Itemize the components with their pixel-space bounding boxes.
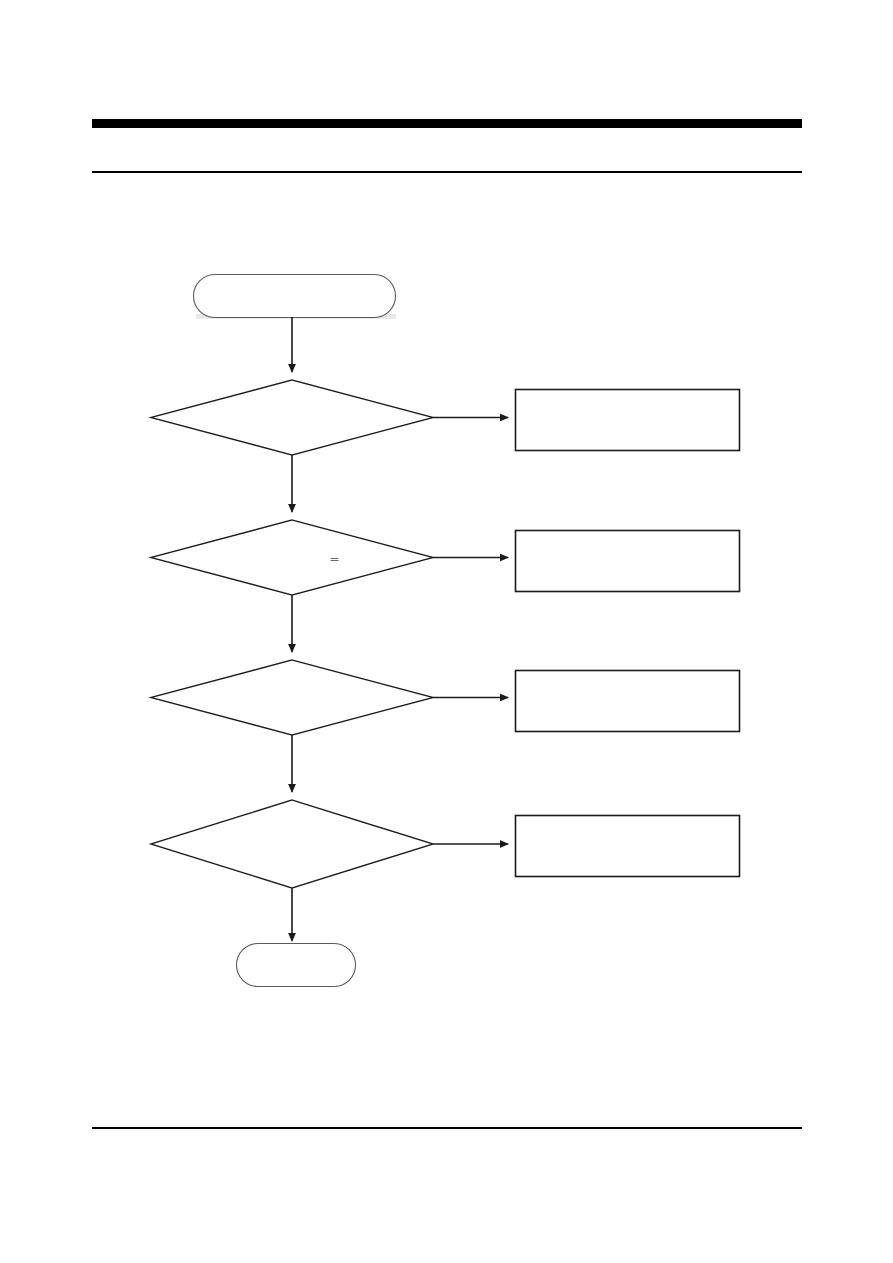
flow-process-2 (514, 529, 741, 593)
flow-decision-4 (148, 799, 436, 889)
header-rule-thick (92, 119, 802, 128)
flow-process-1 (514, 388, 741, 452)
flow-terminator-start (192, 273, 397, 319)
footer-rule (92, 1127, 802, 1129)
header-rule-thin (92, 171, 802, 173)
flow-decision-1 (148, 379, 436, 456)
flow-decision-2 (148, 519, 436, 596)
flow-process-4 (514, 814, 741, 878)
unrendered-glyph-artifact: ═ (330, 554, 339, 566)
flow-decision-3 (148, 659, 436, 736)
flow-terminator-end (235, 942, 357, 988)
flow-process-3 (514, 669, 741, 733)
